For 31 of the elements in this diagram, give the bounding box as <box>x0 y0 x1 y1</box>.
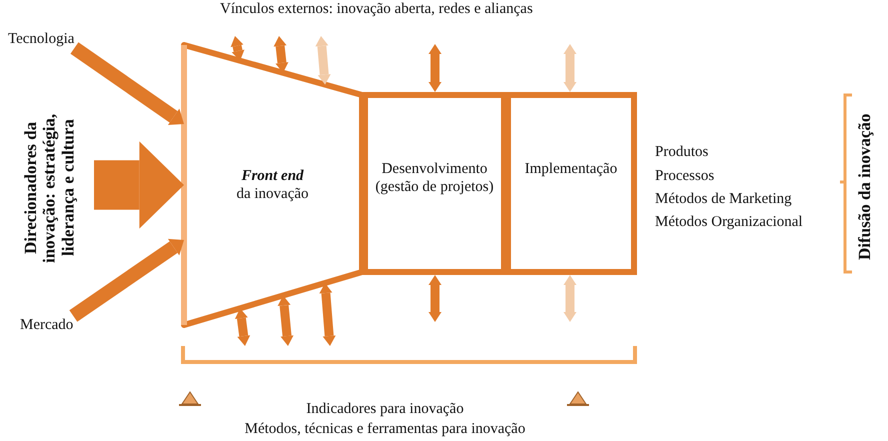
vertical-label: Direcionadores da inovação: estratégia, liderança e cultura <box>22 88 94 288</box>
arrow <box>315 36 331 85</box>
output-label: Métodos de Marketing <box>655 190 792 208</box>
stage-heading: Front end <box>241 167 304 185</box>
funnel-stage <box>180 40 365 330</box>
vertical-label: Difusão da inovação <box>856 92 884 282</box>
node-label: Tecnologia <box>8 30 74 48</box>
stage-label: Implementação <box>524 160 618 178</box>
arrow <box>278 295 294 346</box>
node-label: Mercado <box>20 316 74 334</box>
stage-box <box>505 92 637 275</box>
stage-label: Desenvolvimento (gestão de projetos) <box>374 160 495 196</box>
heading-label: Vínculos externos: inovação aberta, redes e alianças <box>220 0 533 18</box>
arrow <box>564 44 576 92</box>
arrow <box>94 141 184 229</box>
stage-box <box>362 92 507 275</box>
arrow <box>230 36 244 61</box>
bracket-label: Indicadores para inovação <box>306 400 464 418</box>
output-label: Processos <box>655 167 714 185</box>
output-label: Produtos <box>655 143 708 161</box>
stage-label: da inovação <box>236 185 309 203</box>
output-label: Métodos Organizacional <box>655 213 803 231</box>
arrow <box>70 42 184 126</box>
arrow <box>274 36 288 73</box>
arrow <box>428 275 442 322</box>
arrow <box>69 238 184 322</box>
arrow <box>564 275 576 322</box>
arrow <box>234 308 250 346</box>
arrow <box>428 44 442 92</box>
arrow <box>319 283 336 346</box>
bracket-label: Métodos, técnicas e ferramentas para inovação <box>244 420 526 438</box>
